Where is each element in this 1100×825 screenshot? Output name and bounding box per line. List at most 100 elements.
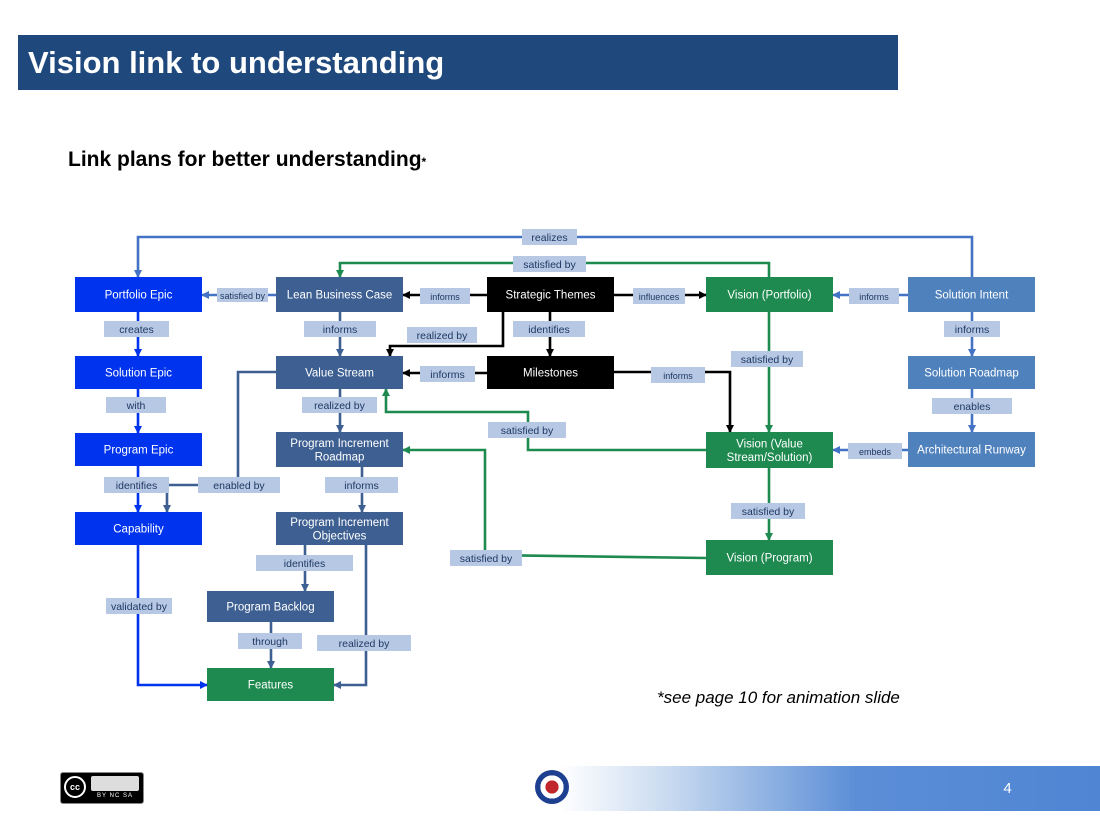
edge-label-bg [450,550,522,566]
node-vision-program: Vision (Program) [706,540,833,575]
edge-label-bg [488,422,566,438]
edge-label-bg [633,288,685,304]
edge-label-text: informs [859,292,889,302]
edge-label-text: through [252,636,288,648]
node-box [75,512,202,545]
node-box [207,668,334,701]
edge-label-realized-by-pir: realized by [302,397,377,413]
node-label-line: Architectural Runway [917,445,1026,457]
edge-labels-layer: realizes satisfied by satisfied by informs i… [104,229,1012,651]
edge-validated-by [136,545,208,689]
edge-label-text: identifies [528,324,569,336]
edge-label-with: with [106,397,166,413]
node-label-line: Solution Epic [105,368,172,380]
cc-icon: cc [64,776,86,798]
edge-label-bg [217,288,268,302]
roundel-logo-icon [535,770,569,804]
edge-label-text: satisfied by [220,291,266,301]
node-label-line: Capability [113,524,164,536]
node-box [487,356,614,389]
node-label-line: Program Increment [290,438,389,450]
node-label: Vision (Program) [726,553,812,565]
edge-label-bg [420,366,475,382]
node-label-line: Objectives [313,530,367,542]
subtitle-asterisk: * [421,155,427,169]
edge-label-creates: creates [104,321,169,337]
edge-label-bg [104,477,169,493]
node-label-line: Vision (Portfolio) [727,290,811,302]
node-features: Features [207,668,334,701]
edge-label-satisfied-left: satisfied by [217,288,268,302]
node-architectural-runway: Architectural Runway [908,432,1035,467]
edge-label-text: realized by [314,400,366,412]
edge-label-realized-by-feat: realized by [317,635,411,651]
node-label-line: Program Increment [290,517,389,529]
node-milestones: Milestones [487,356,614,389]
edge-label-bg [849,288,899,304]
node-label-line: Milestones [523,368,578,380]
node-label: Features [248,680,294,692]
node-box [487,277,614,312]
edge-label-realizes: realizes [522,229,577,245]
page-title: Vision link to understanding [18,35,898,90]
node-label-line: Solution Roadmap [924,368,1019,380]
node-label: Milestones [523,368,578,380]
edge-label-text: realized by [339,638,391,650]
edge-label-identifies-pb: identifies [256,555,353,571]
edge-label-satisfied-mid: satisfied by [731,351,803,367]
node-label-line: Solution Intent [935,290,1009,302]
edge-label-informs-si: informs [849,288,899,304]
edge-label-bg [302,397,377,413]
edge-label-satisfied-pir: satisfied by [450,550,522,566]
edge-label-enabled-by: enabled by [198,477,280,493]
edge-label-text: identifies [116,480,157,492]
edge-label-embeds: embeds [848,443,902,459]
node-capability: Capability [75,512,202,545]
node-box [908,277,1035,312]
edge-label-satisfied-top: satisfied by [513,256,586,272]
edge-label-bg [238,633,302,649]
edge-label-informs-pio: informs [325,477,398,493]
edge-label-text: with [126,400,146,412]
edge-label-text: enables [954,401,991,413]
edge-label-bg [106,397,166,413]
node-label-line: Vision (Program) [726,553,812,565]
license-text: BY NC SA [97,793,133,799]
edge-label-satisfied-vs: satisfied by [488,422,566,438]
edge-label-text: influences [639,292,680,302]
edge-label-validated-by: validated by [106,598,172,614]
node-portfolio-epic: Portfolio Epic [75,277,202,312]
edge-label-text: embeds [859,447,892,457]
edge-label-satisfied-vp: satisfied by [731,503,805,519]
node-solution-roadmap: Solution Roadmap [908,356,1035,389]
page-subtitle: Link plans for better understanding* [68,148,426,172]
edge-label-enables: enables [932,398,1012,414]
edge-label-bg [325,477,398,493]
node-box [706,432,833,468]
edge-realized-by-feat [333,545,368,689]
node-box [908,432,1035,467]
node-label-line: Lean Business Case [287,290,392,302]
node-label: Solution Intent [935,290,1009,302]
edge-label-bg [513,321,585,337]
edge-label-bg [944,321,1000,337]
edge-label-text: informs [955,324,989,336]
node-box [706,277,833,312]
node-box [207,591,334,622]
edge-label-text: identifies [284,558,325,570]
edge-label-through: through [238,633,302,649]
node-solution-epic: Solution Epic [75,356,202,389]
edge-label-text: satisfied by [460,553,513,565]
node-label-line: Roadmap [315,451,365,463]
edge-realized-by-st [386,312,505,357]
node-label: Program Epic [104,445,174,457]
node-label: Program Backlog [226,602,314,614]
edge-label-bg [104,321,169,337]
